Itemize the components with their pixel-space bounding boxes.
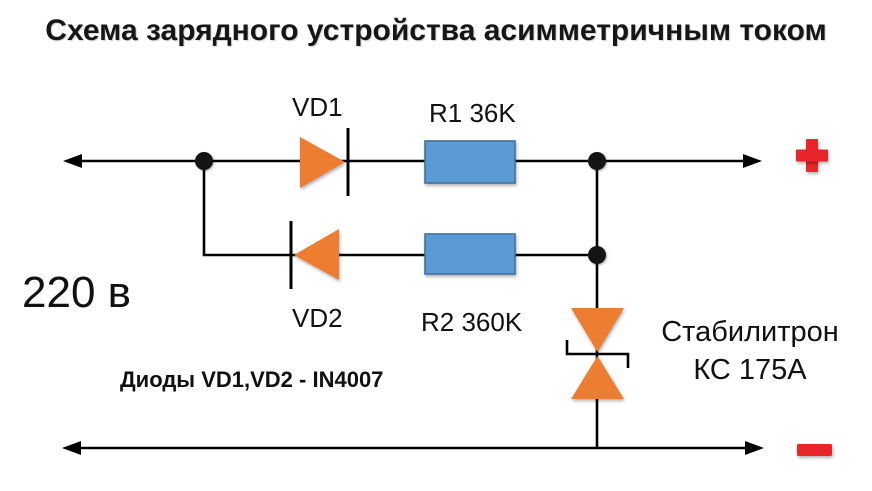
resistor-r2 <box>424 233 516 275</box>
wire-arrow-icon <box>743 154 762 168</box>
r1-label: R1 36K <box>429 98 516 128</box>
junction-dot <box>195 152 213 170</box>
zener-label: Стабилитрон КС 175А <box>640 314 860 389</box>
zener-model: КС 175А <box>693 353 807 386</box>
zener-name: Стабилитрон <box>661 316 839 348</box>
resistor-r1 <box>424 140 516 184</box>
zener-symbol-line <box>565 340 630 368</box>
plus-terminal-icon <box>796 139 828 172</box>
vd2-label: VD2 <box>292 303 343 333</box>
source-voltage-label: 220 в <box>22 268 132 317</box>
diodes-note-label: Диоды VD1,VD2 - IN4007 <box>120 367 384 392</box>
wire-arrow-icon <box>63 154 82 168</box>
junction-dot <box>588 246 606 264</box>
vd1-label: VD1 <box>292 92 343 122</box>
vd2-diode-icon <box>294 229 339 280</box>
left-branch-wire <box>202 161 294 257</box>
wire-arrow-icon <box>745 441 764 455</box>
diagram-title: Схема зарядного устройства асимметричным… <box>45 14 827 47</box>
r2-label: R2 360K <box>421 307 523 337</box>
zener-bottom-triangle <box>571 356 624 399</box>
junction-dot <box>588 152 606 170</box>
wire-arrow-icon <box>62 441 81 455</box>
zener-top-triangle <box>571 308 624 352</box>
vd1-diode-icon <box>300 137 345 188</box>
minus-terminal-icon <box>797 444 832 456</box>
